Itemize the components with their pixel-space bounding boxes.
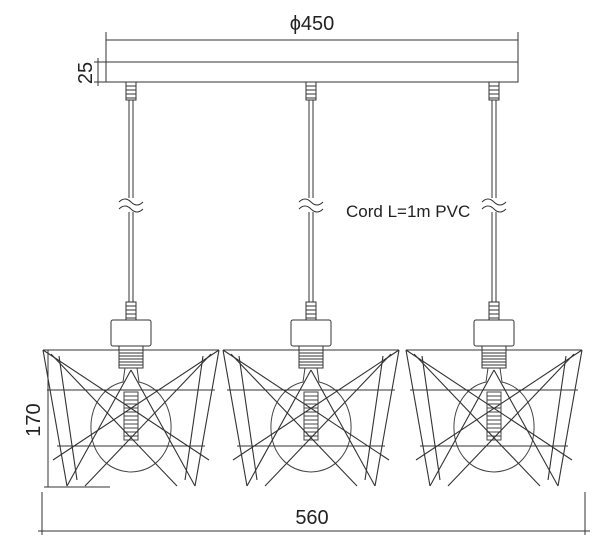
- cord-grip-top: [125, 81, 137, 101]
- cord-note: Cord L=1m PVC: [346, 202, 470, 221]
- cage-wire: [238, 355, 258, 481]
- cage-wire: [194, 349, 220, 487]
- cage-wire: [429, 369, 495, 487]
- canopy-width-dimension: ϕ450: [105, 13, 519, 62]
- shade-height-label: 170: [23, 403, 45, 436]
- overall-width-label: 560: [295, 507, 328, 529]
- canopy-diameter-label: ϕ450: [290, 13, 335, 35]
- cage-wire: [413, 353, 541, 487]
- cord-break-mark: [481, 198, 507, 206]
- cage-wire: [222, 349, 390, 461]
- cage-wire: [42, 349, 210, 461]
- cage-wire: [50, 353, 178, 487]
- pendant-3: [405, 81, 583, 487]
- cage-wire: [310, 369, 376, 487]
- pendant-2: [222, 81, 400, 487]
- cord-grip-bottom: [305, 301, 317, 321]
- cage-wire: [52, 349, 220, 461]
- cage-wire: [130, 369, 196, 487]
- cord-grip-bottom: [488, 301, 500, 321]
- overall-width-dimension: 560: [38, 492, 590, 535]
- cage-wire: [184, 355, 204, 481]
- cord-break-mark: [481, 205, 507, 213]
- bulb-outline: [270, 367, 352, 473]
- cage-wire: [421, 355, 441, 481]
- bulb-outline: [453, 367, 535, 473]
- cage-wire: [547, 355, 567, 481]
- cage-wire: [364, 355, 384, 481]
- cord-grip-top: [488, 81, 500, 101]
- cage-wire: [246, 369, 312, 487]
- cage-wire: [264, 353, 392, 487]
- cage-wire: [84, 353, 212, 487]
- pendant-1: [42, 81, 220, 487]
- bulb-outline: [90, 367, 172, 473]
- cage-wire: [415, 349, 583, 461]
- cage-wire: [557, 349, 583, 487]
- cage-wire: [222, 349, 248, 487]
- lamp-holder: [118, 345, 144, 369]
- cage-wire: [232, 349, 400, 461]
- lamp-holder: [481, 345, 507, 369]
- cage-wire: [447, 353, 575, 487]
- cage-wire: [66, 369, 132, 487]
- shade-height-dimension: 170: [23, 349, 110, 488]
- pendants-group: [42, 81, 583, 487]
- cage-wire: [374, 349, 400, 487]
- lamp-holder: [298, 345, 324, 369]
- cage-wire: [58, 355, 78, 481]
- cord-break-mark: [118, 205, 144, 213]
- cage-wire: [405, 349, 573, 461]
- cage-wire: [230, 353, 358, 487]
- canopy-height-dimension: 25: [75, 58, 106, 86]
- socket-housing: [473, 319, 515, 347]
- cage-wire: [493, 369, 559, 487]
- cord-grip-bottom: [125, 301, 137, 321]
- socket-housing: [290, 319, 332, 347]
- cord-break-mark: [298, 198, 324, 206]
- cord-grip-top: [305, 81, 317, 101]
- canopy-plate: [105, 61, 519, 83]
- cord-break-mark: [298, 205, 324, 213]
- cage-wire: [42, 349, 68, 487]
- cage-wire: [405, 349, 431, 487]
- canopy-height-label: 25: [75, 62, 97, 84]
- socket-housing: [110, 319, 152, 347]
- cord-break-mark: [118, 198, 144, 206]
